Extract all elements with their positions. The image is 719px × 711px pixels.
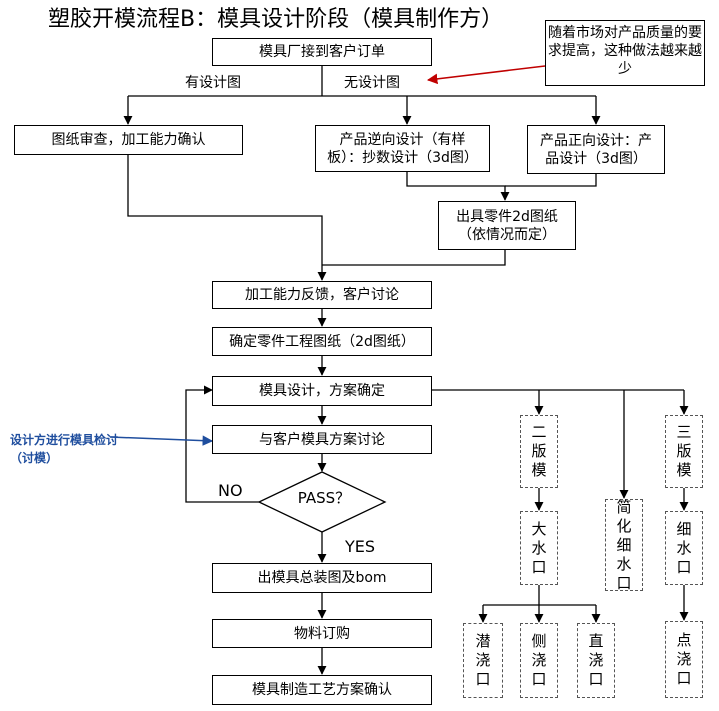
gate-pin: 细 水 口 [665,511,703,585]
step-feedback: 加工能力反馈，客户讨论 [212,281,432,309]
step-part-2d-drawing: 出具零件2d图纸（依情况而定） [438,201,576,250]
step-purchase: 物料订购 [212,619,432,648]
side-note: 设计方进行模具检讨（讨模） [10,433,119,465]
note-box: 随着市场对产品质量的要求提高，这种做法越来越少 [545,20,705,86]
label-with-drawing: 有设计图 [185,75,241,91]
step-forward-design: 产品正向设计：产品设计（3d图） [527,125,665,174]
step-assembly-bom: 出模具总装图及bom [212,563,432,593]
label-no: NO [218,481,243,500]
step-process-confirm: 模具制造工艺方案确认 [212,675,432,705]
gate-simplified-pin: 简 化 细 水 口 [605,498,643,592]
pass-decision-label: PASS？ [297,489,351,507]
step-reverse-design: 产品逆向设计（有样板）：抄数设计（3d图） [315,125,490,172]
gate-big: 大 水 口 [520,511,558,585]
connector-reverse-down [406,172,510,201]
page-title: 塑胶开模流程B：模具设计阶段（模具制作方） [48,7,504,32]
mold-three-plate: 三 版 模 [665,415,703,488]
label-without-drawing: 无设计图 [344,75,400,91]
step-confirm-2d: 确定零件工程图纸（2d图纸） [212,327,432,356]
label-yes: YES [345,537,376,556]
step-drawing-review: 图纸审查，加工能力确认 [14,125,243,155]
connector-no-loop [185,385,259,503]
step-mold-design: 模具设计，方案确定 [212,376,432,406]
connector-forward-down [505,174,597,187]
note-arrow [426,65,546,85]
gate-direct: 直 浇 口 [577,623,615,698]
connector-2d-merge [322,250,506,266]
gate-sub: 潜 浇 口 [463,623,503,698]
step-discuss: 与客户模具方案讨论 [212,425,432,454]
step-receive-order: 模具厂接到客户订单 [212,38,432,66]
side-note-arrow [109,435,214,446]
gate-side: 侧 浇 口 [520,623,558,698]
connector-review-down [127,155,327,281]
gate-point: 点 浇 口 [665,621,703,698]
mold-two-plate: 二 版 模 [520,415,558,488]
